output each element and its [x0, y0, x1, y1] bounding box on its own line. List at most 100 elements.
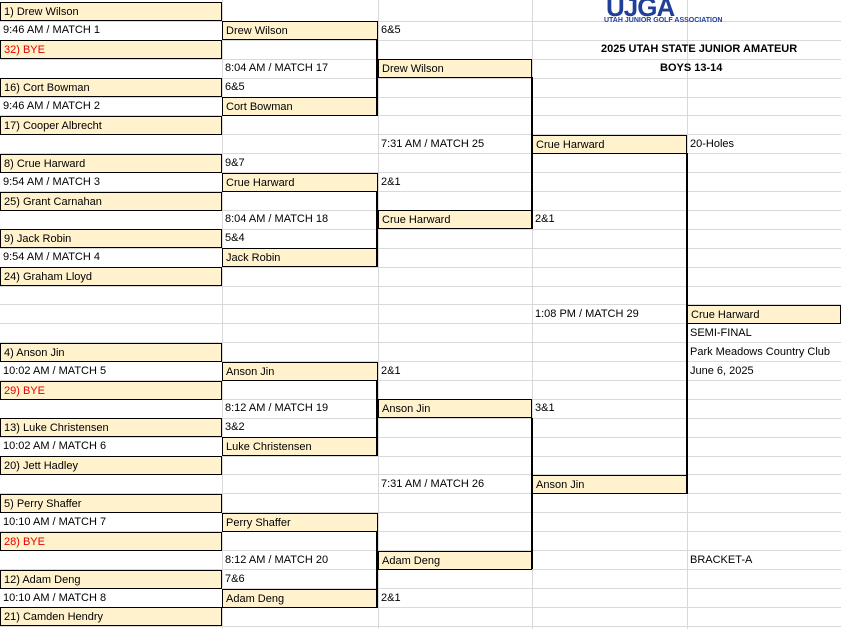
- r1-match-time: 10:10 AM / MATCH 8: [3, 592, 107, 604]
- r2-score: 6&5: [225, 81, 245, 93]
- date-label: June 6, 2025: [690, 365, 754, 377]
- grid-col-line: [532, 0, 533, 629]
- grid-row-line: [0, 78, 841, 79]
- r1-match-time: 9:46 AM / MATCH 1: [3, 24, 100, 36]
- grid-row-line: [0, 97, 841, 98]
- r1-player: 21) Camden Hendry: [0, 607, 222, 626]
- r3-score: 2&1: [381, 592, 401, 604]
- r1-player: 13) Luke Christensen: [0, 418, 222, 437]
- final-match-time: 1:08 PM / MATCH 29: [535, 308, 639, 320]
- r3-winner: Anson Jin: [378, 399, 532, 418]
- r2-score: 9&7: [225, 157, 245, 169]
- r2-winner: Perry Shaffer: [222, 513, 378, 532]
- r2-winner: Anson Jin: [222, 362, 378, 381]
- r4-winner: Crue Harward: [532, 135, 687, 154]
- r1-player: 24) Graham Lloyd: [0, 267, 222, 286]
- grid-row-line: [0, 248, 841, 249]
- r1-match-time: 10:10 AM / MATCH 7: [3, 516, 107, 528]
- r1-match-time: 10:02 AM / MATCH 5: [3, 365, 107, 377]
- r2-match-time: 8:12 AM / MATCH 20: [225, 554, 329, 566]
- r3-match-time: 7:31 AM / MATCH 25: [381, 138, 485, 150]
- r3-match-time: 7:31 AM / MATCH 26: [381, 478, 485, 490]
- r2-match-time: 8:04 AM / MATCH 17: [225, 62, 329, 74]
- grid-row-line: [0, 40, 841, 41]
- semifinal-winner: Crue Harward: [687, 305, 841, 324]
- r4-score: 3&1: [535, 402, 555, 414]
- r2-match-time: 8:04 AM / MATCH 18: [225, 213, 329, 225]
- r1-match-time: 9:54 AM / MATCH 4: [3, 251, 100, 263]
- grid-row-line: [0, 550, 841, 551]
- r2-winner: Drew Wilson: [222, 21, 378, 40]
- tournament-title: 2025 UTAH STATE JUNIOR AMATEUR: [601, 43, 798, 55]
- r1-player: 16) Cort Bowman: [0, 78, 222, 97]
- r4-winner: Anson Jin: [532, 475, 687, 494]
- r1-match-time: 9:54 AM / MATCH 3: [3, 176, 100, 188]
- grid-row-line: [0, 626, 841, 627]
- connector-line: [531, 77, 533, 229]
- grid-row-line: [0, 437, 841, 438]
- grid-row-line: [0, 323, 841, 324]
- r2-winner: Crue Harward: [222, 173, 378, 192]
- connector-line: [376, 191, 378, 267]
- r1-player-bye: 32) BYE: [0, 40, 222, 59]
- r3-score: 2&1: [381, 365, 401, 377]
- grid-row-line: [0, 342, 841, 343]
- r1-player: 8) Crue Harward: [0, 154, 222, 173]
- r2-score: 5&4: [225, 232, 245, 244]
- logo-subtitle: UTAH JUNIOR GOLF ASSOCIATION: [604, 17, 723, 24]
- r1-match-time: 9:46 AM / MATCH 2: [3, 100, 100, 112]
- r2-winner: Adam Deng: [222, 589, 378, 608]
- venue-label: Park Meadows Country Club: [690, 346, 831, 358]
- r3-score: 6&5: [381, 24, 401, 36]
- r1-player-bye: 28) BYE: [0, 532, 222, 551]
- r2-score: 7&6: [225, 573, 245, 585]
- grid-row-line: [0, 418, 841, 419]
- r4-score: 2&1: [535, 213, 555, 225]
- grid-row-line: [0, 380, 841, 381]
- r1-player: 1) Drew Wilson: [0, 2, 222, 21]
- grid-row-line: [0, 531, 841, 532]
- grid-row-line: [0, 361, 841, 362]
- r2-score: 3&2: [225, 421, 245, 433]
- r1-player: 12) Adam Deng: [0, 570, 222, 589]
- grid-row-line: [0, 474, 841, 475]
- grid-col-line: [222, 0, 223, 629]
- connector-line: [376, 380, 378, 456]
- grid-row-line: [0, 588, 841, 589]
- r1-player: 4) Anson Jin: [0, 343, 222, 362]
- ujga-logo: UJGA UTAH JUNIOR GOLF ASSOCIATION: [598, 0, 742, 30]
- r1-player: 5) Perry Shaffer: [0, 494, 222, 513]
- grid-row-line: [0, 607, 841, 608]
- r2-winner: Jack Robin: [222, 248, 378, 267]
- grid-row-line: [0, 115, 841, 116]
- bracket-label: BRACKET-A: [690, 554, 753, 566]
- r2-winner: Luke Christensen: [222, 437, 378, 456]
- stage-label: SEMI-FINAL: [690, 327, 752, 339]
- r2-match-time: 8:12 AM / MATCH 19: [225, 402, 329, 414]
- grid-row-line: [0, 512, 841, 513]
- r3-winner: Drew Wilson: [378, 59, 532, 78]
- grid-row-line: [0, 191, 841, 192]
- r3-winner: Adam Deng: [378, 551, 532, 570]
- grid-row-line: [0, 286, 841, 287]
- r1-player: 25) Grant Carnahan: [0, 192, 222, 211]
- r1-player: 9) Jack Robin: [0, 229, 222, 248]
- r1-player: 20) Jett Hadley: [0, 456, 222, 475]
- r1-match-time: 10:02 AM / MATCH 6: [3, 440, 107, 452]
- division-label: BOYS 13-14: [660, 62, 723, 74]
- connector-line: [376, 39, 378, 116]
- r4-score: 20-Holes: [690, 138, 735, 150]
- r2-winner: Cort Bowman: [222, 97, 378, 116]
- connector-line: [376, 531, 378, 607]
- grid-row-line: [0, 493, 841, 494]
- grid-row-line: [0, 172, 841, 173]
- r1-player-bye: 29) BYE: [0, 381, 222, 400]
- r3-score: 2&1: [381, 176, 401, 188]
- r3-winner: Crue Harward: [378, 210, 532, 229]
- grid-row-line: [0, 267, 841, 268]
- grid-col-line: [378, 0, 379, 629]
- logo-letters: UJGA: [606, 0, 675, 22]
- connector-line: [531, 418, 533, 569]
- r1-player: 17) Cooper Albrecht: [0, 116, 222, 135]
- grid-row-line: [0, 456, 841, 457]
